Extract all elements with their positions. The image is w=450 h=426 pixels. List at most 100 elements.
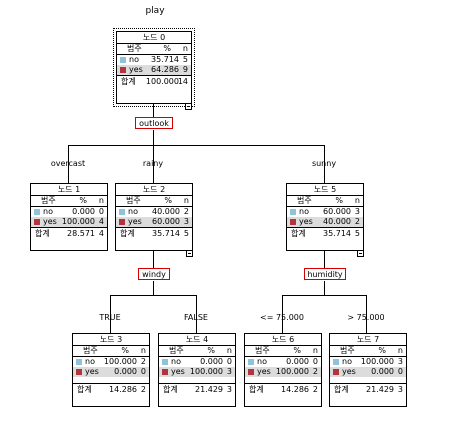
col-n-header: n <box>397 346 403 355</box>
row-no: no 100.000 3 <box>330 357 406 367</box>
node-title: 노드 6 <box>245 334 321 346</box>
branch-label-gt75: > 75.000 <box>347 313 385 322</box>
count-value: 3 <box>397 385 403 394</box>
count-value: 3 <box>354 207 360 216</box>
percent-value: 100.000 <box>275 367 309 376</box>
col-percent-header: % <box>79 196 87 205</box>
split-label-outlook[interactable]: outlook <box>135 117 173 129</box>
row-yes: yes 100.000 2 <box>245 367 321 377</box>
row-yes: yes 40.000 2 <box>287 217 363 227</box>
tree-node-0[interactable]: 노드 0 범주 % n no 35.714 5 yes 64.286 9 합계 … <box>113 28 195 107</box>
yes-color-swatch <box>76 369 82 375</box>
count-value: 3 <box>397 357 403 366</box>
collapse-toggle-icon[interactable] <box>186 250 193 257</box>
percent-value: 60.000 <box>323 207 351 216</box>
no-color-swatch <box>290 209 296 215</box>
col-category-header: 범주 <box>41 196 56 205</box>
category-label: no <box>43 207 53 216</box>
count-value: 2 <box>183 207 189 216</box>
category-label: no <box>299 207 309 216</box>
category-label: yes <box>129 65 143 74</box>
node-title: 노드 2 <box>116 184 192 196</box>
category-label: no <box>171 357 181 366</box>
count-value: 0 <box>312 357 318 366</box>
percent-value: 0.000 <box>72 207 95 216</box>
category-label: no <box>128 207 138 216</box>
category-label: yes <box>299 217 313 226</box>
percent-value: 21.429 <box>195 385 223 394</box>
category-label: no <box>129 55 139 64</box>
no-color-swatch <box>248 359 254 365</box>
count-value: 9 <box>182 65 188 74</box>
col-n-header: n <box>183 196 189 205</box>
total-label: 합계 <box>249 385 264 394</box>
tree-node-4[interactable]: 노드 4 범주 % n no 0.000 0 yes 100.000 3 합계 … <box>158 333 236 407</box>
tree-node-7[interactable]: 노드 7 범주 % n no 100.000 3 yes 0.000 0 합계 … <box>329 333 407 407</box>
percent-value: 14.286 <box>281 385 309 394</box>
no-color-swatch <box>76 359 82 365</box>
col-category-header: 범주 <box>297 196 312 205</box>
percent-value: 0.000 <box>114 367 137 376</box>
total-label: 합계 <box>77 385 92 394</box>
category-label: yes <box>85 367 99 376</box>
diagram-title: play <box>145 6 165 16</box>
branch-label-overcast: overcast <box>50 159 86 168</box>
count-value: 0 <box>140 367 146 376</box>
tree-node-2[interactable]: 노드 2 범주 % n no 40.000 2 yes 60.000 3 합계 … <box>115 183 193 251</box>
col-category-header: 범주 <box>255 346 270 355</box>
tree-node-6[interactable]: 노드 6 범주 % n no 0.000 0 yes 100.000 2 합계 … <box>244 333 322 407</box>
percent-value: 35.714 <box>323 229 351 238</box>
count-value: 4 <box>98 217 104 226</box>
row-no: no 40.000 2 <box>116 207 192 217</box>
no-color-swatch <box>120 57 126 63</box>
tree-node-3[interactable]: 노드 3 범주 % n no 100.000 2 yes 0.000 0 합계 … <box>72 333 150 407</box>
category-label: no <box>85 357 95 366</box>
count-value: 14 <box>177 77 188 86</box>
row-total: 합계 35.714 5 <box>116 227 192 239</box>
col-n-header: n <box>140 346 146 355</box>
row-yes: yes 64.286 9 <box>117 65 191 75</box>
tree-node-1[interactable]: 노드 1 범주 % n no 0.000 0 yes 100.000 4 합계 … <box>30 183 108 251</box>
node-title: 노드 7 <box>330 334 406 346</box>
split-label-windy[interactable]: windy <box>138 268 170 280</box>
count-value: 5 <box>183 229 189 238</box>
percent-value: 14.286 <box>109 385 137 394</box>
node-title: 노드 1 <box>31 184 107 196</box>
col-n-header: n <box>182 44 188 53</box>
col-n-header: n <box>226 346 232 355</box>
split-label-humidity[interactable]: humidity <box>304 268 346 280</box>
col-percent-header: % <box>335 196 343 205</box>
yes-color-swatch <box>120 67 126 73</box>
collapse-toggle-icon[interactable] <box>185 103 192 110</box>
collapse-toggle-icon[interactable] <box>357 250 364 257</box>
total-label: 합계 <box>291 229 306 238</box>
no-color-swatch <box>34 209 40 215</box>
col-category-header: 범주 <box>83 346 98 355</box>
category-label: yes <box>128 217 142 226</box>
row-total: 합계 14.286 2 <box>73 383 149 395</box>
category-label: yes <box>342 367 356 376</box>
branch-label-sunny: sunny <box>311 159 337 168</box>
tree-node-5[interactable]: 노드 5 범주 % n no 60.000 3 yes 40.000 2 합계 … <box>286 183 364 251</box>
col-category-header: 범주 <box>126 196 141 205</box>
category-label: no <box>342 357 352 366</box>
yes-color-swatch <box>119 219 125 225</box>
row-total: 합계 21.429 3 <box>159 383 235 395</box>
percent-value: 0.000 <box>371 367 394 376</box>
col-percent-header: % <box>121 346 129 355</box>
percent-value: 0.000 <box>286 357 309 366</box>
no-color-swatch <box>162 359 168 365</box>
row-no: no 60.000 3 <box>287 207 363 217</box>
percent-value: 100.000 <box>145 77 179 86</box>
col-n-header: n <box>98 196 104 205</box>
count-value: 3 <box>226 385 232 394</box>
branch-label-false: FALSE <box>184 313 208 322</box>
count-value: 0 <box>226 357 232 366</box>
percent-value: 35.714 <box>151 55 179 64</box>
percent-value: 28.571 <box>67 229 95 238</box>
row-yes: yes 0.000 0 <box>73 367 149 377</box>
branch-label-le75: <= 75.000 <box>260 313 304 322</box>
row-yes: yes 100.000 3 <box>159 367 235 377</box>
row-no: no 0.000 0 <box>31 207 107 217</box>
